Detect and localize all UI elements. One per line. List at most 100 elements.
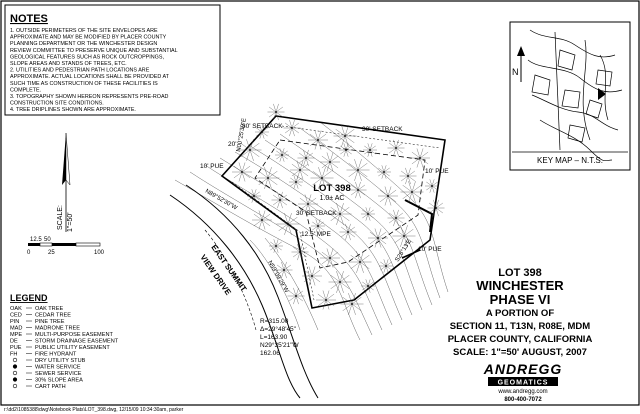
tree-symbol-icon [377, 165, 391, 179]
company-logo: ANDREGG GEOMATICS www.andregg.com 800-40… [483, 361, 563, 403]
tree-symbol-icon [310, 167, 334, 189]
note-line: APPROXIMATE. ACTUAL LOCATIONS SHALL BE P… [10, 74, 170, 80]
mpe-line [231, 181, 315, 301]
note-line: SLOPE AREAS AND STANDS OF TREES, ETC. [10, 61, 127, 67]
tree-trunk-icon [249, 149, 251, 151]
tree-symbol-icon [379, 259, 393, 273]
legend-description: MADRONE TREE [35, 326, 80, 332]
road-edges [169, 184, 319, 399]
note-line: 2. UTILITIES AND PEDESTRIAN PATH LOCATIO… [10, 68, 150, 74]
tree-symbol-icon [308, 130, 328, 150]
tree-trunk-icon [317, 225, 319, 227]
tree-trunk-icon [325, 299, 327, 301]
setback-label: 30' SETBACK [362, 126, 403, 133]
tree-symbol-icon [339, 143, 353, 157]
tree-symbol-icon [339, 223, 357, 241]
tree-trunk-icon [351, 303, 353, 305]
tree-trunk-icon [321, 177, 323, 179]
company-web: www.andregg.com [497, 389, 547, 395]
tree-driplines [232, 103, 445, 315]
tree-symbol-icon [238, 139, 262, 161]
tree-symbol-icon [276, 213, 300, 235]
tree-symbol-icon [269, 239, 283, 253]
scale-label: SCALE: [57, 205, 64, 230]
tree-symbol-icon [298, 194, 318, 214]
tree-trunk-icon [275, 111, 277, 113]
key-map-north: N [512, 67, 519, 77]
tree-symbol-icon [320, 152, 340, 172]
setback-label: 30' SETBACK [296, 210, 337, 217]
legend-description: CEDAR TREE [35, 313, 71, 319]
title-portion: A PORTION OF [486, 308, 554, 319]
plan-north-arrow-icon: SCALE: 1"=50' [57, 132, 74, 232]
legend-description: MULTI-PURPOSE EASEMENT [35, 332, 113, 338]
legend-symbol-icon [12, 370, 18, 376]
tree-trunk-icon [295, 181, 297, 183]
tree-trunk-icon [317, 139, 319, 141]
notes-list: 1. OUTSIDE PERIMETERS OF THE SITE ENVELO… [10, 28, 178, 113]
tree-symbol-icon [291, 243, 309, 261]
bearing-label: N89°52'30"W [204, 189, 238, 212]
north-arrow-icon: N [512, 46, 525, 82]
building-envelope [254, 139, 426, 269]
scale-tick: 100 [94, 250, 105, 256]
plan-view: LOT 398 1.0± AC 30' SETBACK 30' SETBACK … [169, 103, 449, 399]
tree-symbol-icon [328, 271, 352, 293]
tree-symbol-icon [320, 248, 340, 268]
legend-description: OAK TREE [35, 306, 63, 312]
tree-symbol-icon [387, 209, 405, 227]
key-map: N KEY MAP – N.T.S. [509, 21, 631, 171]
tree-symbol-icon [400, 181, 424, 203]
company-name: ANDREGG [483, 361, 563, 377]
legend-description: STORM DRAINAGE EASEMENT [35, 339, 119, 345]
tree-trunk-icon [261, 219, 263, 221]
tree-symbol-icon [333, 125, 357, 147]
legend-description: PINE TREE [35, 319, 65, 325]
tree-trunk-icon [385, 265, 387, 267]
tree-trunk-icon [435, 207, 437, 209]
legend-code: PUE [10, 345, 22, 351]
notes-box: NOTES 1. OUTSIDE PERIMETERS OF THE SITE … [4, 4, 221, 116]
tree-trunk-icon [339, 281, 341, 283]
legend-code: DE [10, 339, 18, 345]
legend-description: CART PATH [35, 384, 66, 390]
tree-trunk-icon [387, 195, 389, 197]
tree-symbol-icon [363, 143, 377, 157]
tree-symbol-icon [255, 125, 269, 139]
tree-trunk-icon [275, 245, 277, 247]
tree-trunk-icon [287, 223, 289, 225]
tree-symbol-icon [290, 160, 310, 180]
tree-trunk-icon [367, 213, 369, 215]
title-lot: LOT 398 [498, 267, 541, 279]
scale-tick: 0 [27, 250, 31, 256]
tree-symbol-icon [378, 186, 398, 206]
legend-description: PUBLIC UTILITY EASEMENT [35, 345, 110, 351]
tree-symbol-icon [427, 199, 445, 217]
tree-symbol-icon [361, 207, 375, 221]
tree-symbol-icon [256, 167, 280, 189]
tree-trunk-icon [261, 131, 263, 133]
legend-code: OAK [10, 306, 22, 312]
tree-trunk-icon [295, 295, 297, 297]
lot-location-marker [598, 88, 606, 100]
lot-boundary [220, 115, 446, 309]
tree-trunk-icon [241, 171, 243, 173]
company-phone: 800-400-7072 [504, 397, 542, 403]
pue-label: 10' PUE [425, 168, 449, 175]
legend-description: DRY UTILITY STUB [35, 358, 86, 364]
note-line: COMPLETE. [10, 87, 41, 93]
scale-tick: 50 [44, 237, 51, 243]
tree-trunk-icon [311, 275, 313, 277]
tree-trunk-icon [377, 237, 379, 239]
tree-trunk-icon [407, 175, 409, 177]
tree-symbol-icon [316, 290, 336, 310]
tree-trunk-icon [395, 147, 397, 149]
pue-label: 10' PUE [418, 246, 442, 253]
note-line: APPROXIMATE AND MAY BE MODIFIED BY PLACE… [10, 35, 167, 41]
tree-trunk-icon [279, 199, 281, 201]
tree-symbol-icon [311, 219, 325, 233]
tree-trunk-icon [291, 127, 293, 129]
